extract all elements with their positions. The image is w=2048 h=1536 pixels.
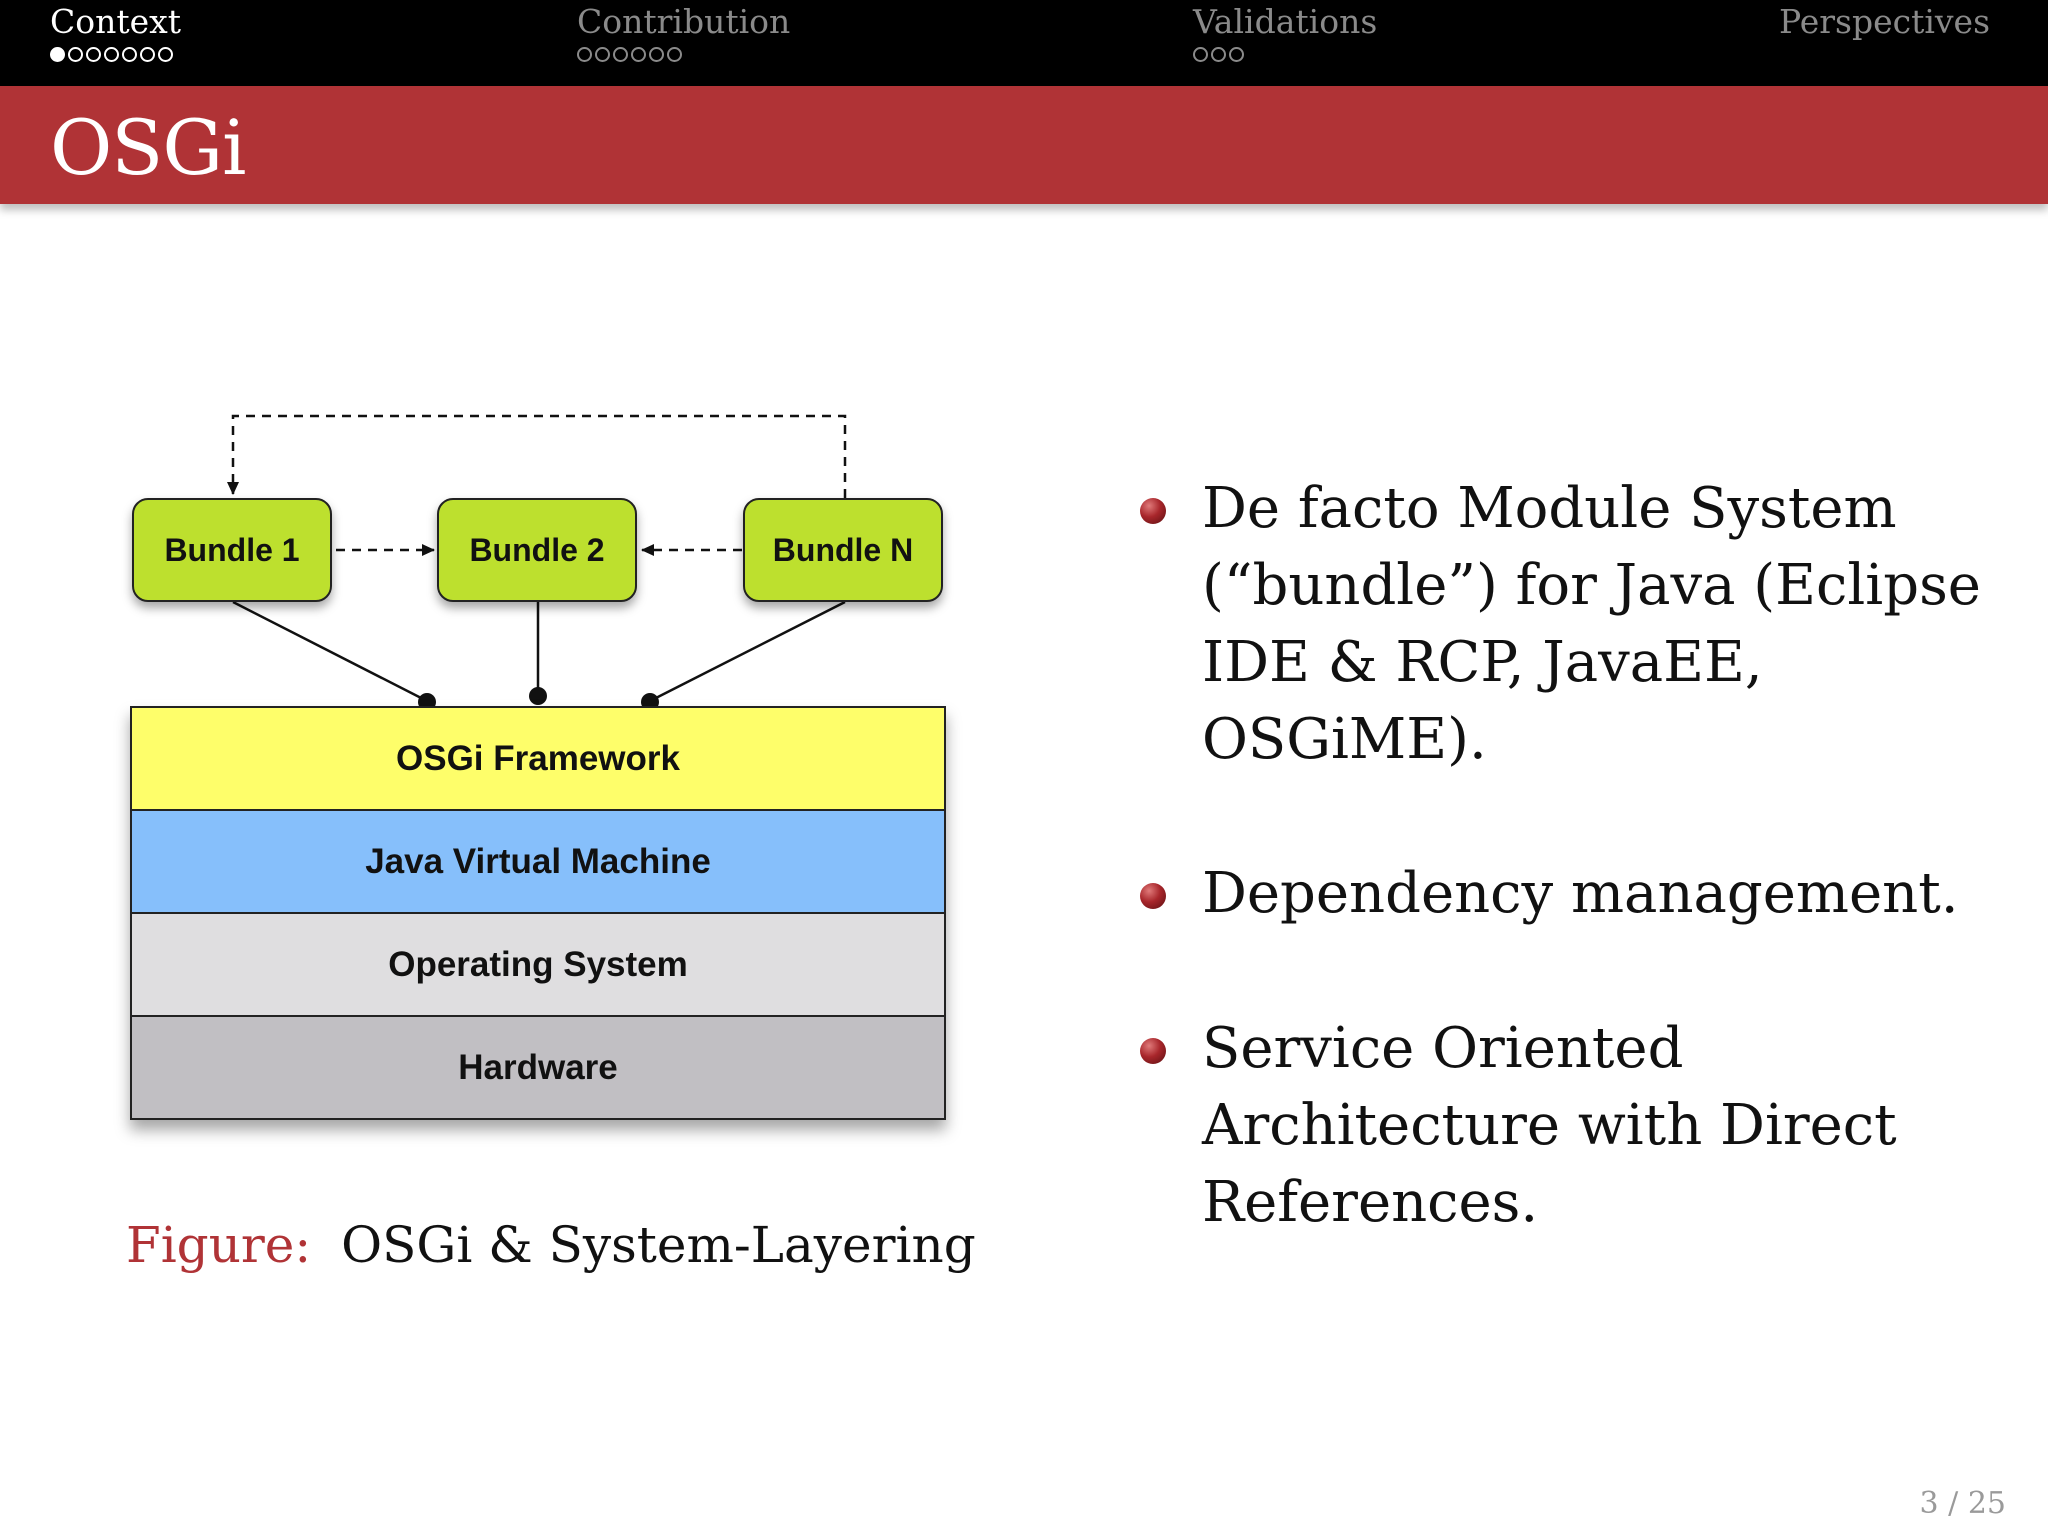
nav-dot[interactable] — [86, 47, 101, 62]
nav-dot[interactable] — [1193, 47, 1208, 62]
slide-title: OSGi — [50, 103, 246, 192]
bullet-marker-icon — [1140, 498, 1166, 524]
slide-title-bar: OSGi — [0, 86, 2048, 204]
layer-java-virtual-machine: Java Virtual Machine — [132, 811, 944, 914]
system-layer-stack: OSGi Framework Java Virtual Machine Oper… — [130, 706, 946, 1120]
nav-section-dots — [577, 47, 790, 62]
bullet-text: Dependency management. — [1202, 861, 1959, 926]
figure-caption: Figure: OSGi & System-Layering — [126, 1216, 976, 1274]
layer-label: Operating System — [388, 944, 688, 984]
bundle-n-box: Bundle N — [743, 498, 943, 602]
nav-section-contribution[interactable]: Contribution — [577, 0, 790, 62]
connector-bundle-n — [649, 600, 846, 703]
layer-label: OSGi Framework — [396, 738, 680, 778]
nav-section-validations[interactable]: Validations — [1193, 0, 1377, 62]
nav-dot[interactable] — [667, 47, 682, 62]
nav-section-dots — [1193, 47, 1377, 62]
bullet-text: De facto Module System (“bundle”) for Ja… — [1202, 476, 1981, 772]
nav-section-label: Validations — [1193, 2, 1378, 41]
bundle-1-box: Bundle 1 — [132, 498, 332, 602]
nav-dot[interactable] — [158, 47, 173, 62]
nav-dot[interactable] — [613, 47, 628, 62]
bundle-label: Bundle N — [772, 531, 914, 568]
nav-dot[interactable] — [631, 47, 646, 62]
nav-dot[interactable] — [50, 47, 65, 62]
nav-dot[interactable] — [595, 47, 610, 62]
bullet-text: Service Oriented Architecture with Direc… — [1202, 1016, 1897, 1235]
bullet-marker-icon — [1140, 883, 1166, 909]
layer-operating-system: Operating System — [132, 914, 944, 1017]
layer-osgi-framework: OSGi Framework — [132, 708, 944, 811]
layer-label: Hardware — [458, 1047, 618, 1087]
bullet-marker-icon — [1140, 1038, 1166, 1064]
nav-dot[interactable] — [1229, 47, 1244, 62]
nav-section-context[interactable]: Context — [50, 0, 181, 62]
bundle-label: Bundle 2 — [469, 531, 605, 568]
figure-caption-label: Figure: — [126, 1216, 312, 1274]
page-number: 3 / 25 — [1919, 1486, 2006, 1521]
nav-section-perspectives[interactable]: Perspectives — [1779, 0, 1990, 44]
nav-section-label: Perspectives — [1779, 2, 1991, 41]
bundle-2-box: Bundle 2 — [437, 498, 637, 602]
nav-section-dots — [50, 47, 181, 62]
nav-dot[interactable] — [104, 47, 119, 62]
section-navigation-bar: Context Contribution Validations Perspec… — [0, 0, 2048, 86]
connector-bundle-1 — [232, 600, 428, 703]
connector-dot — [529, 687, 547, 705]
layer-label: Java Virtual Machine — [365, 841, 711, 881]
nav-dot[interactable] — [122, 47, 137, 62]
dependency-arrow-bundle-n-to-bundle-1 — [227, 414, 847, 498]
nav-section-label: Context — [50, 2, 182, 41]
nav-dot[interactable] — [140, 47, 155, 62]
nav-dot[interactable] — [1211, 47, 1226, 62]
nav-dot[interactable] — [649, 47, 664, 62]
layer-hardware: Hardware — [132, 1017, 944, 1118]
bundle-label: Bundle 1 — [164, 531, 300, 568]
nav-section-label: Contribution — [577, 2, 791, 41]
nav-dot[interactable] — [577, 47, 592, 62]
figure-caption-text: OSGi & System-Layering — [341, 1216, 976, 1274]
nav-dot[interactable] — [68, 47, 83, 62]
